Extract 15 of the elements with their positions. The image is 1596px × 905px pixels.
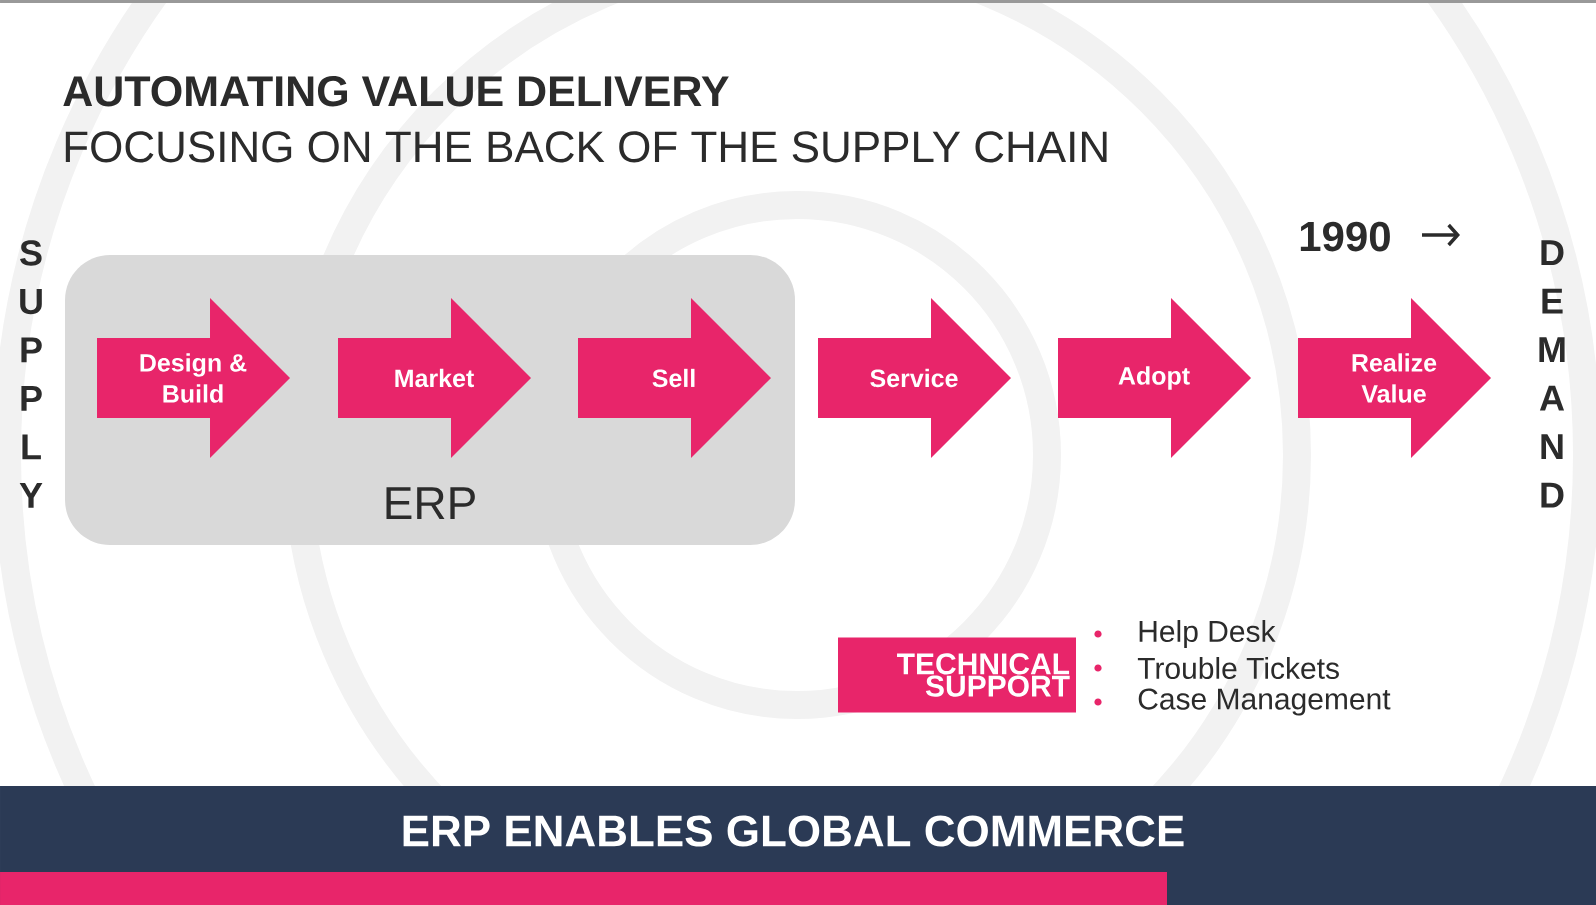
process-step: Market (338, 298, 531, 458)
subtitle: FOCUSING ON THE BACK OF THE SUPPLY CHAIN (65, 131, 1107, 163)
process-step: Service (818, 298, 1011, 458)
bullet-text: Help Desk (1139, 620, 1276, 648)
process-step: Design & Build (97, 298, 290, 458)
vertical-label: DEMAND (1539, 240, 1565, 508)
process-step: Sell (578, 298, 771, 458)
bullet-text: Trouble Tickets (1137, 657, 1339, 679)
bullet-text: Case Management (1138, 688, 1391, 716)
process-step: Realize Value (1298, 298, 1491, 458)
label-box: TECHNICAL SUPPORT (838, 637, 1076, 713)
vertical-label: SUPPLY (19, 240, 43, 508)
title: AUTOMATING VALUE DELIVERY (63, 75, 729, 107)
process-step: Adopt (1058, 298, 1251, 458)
year-label: 1990 (1300, 221, 1390, 252)
